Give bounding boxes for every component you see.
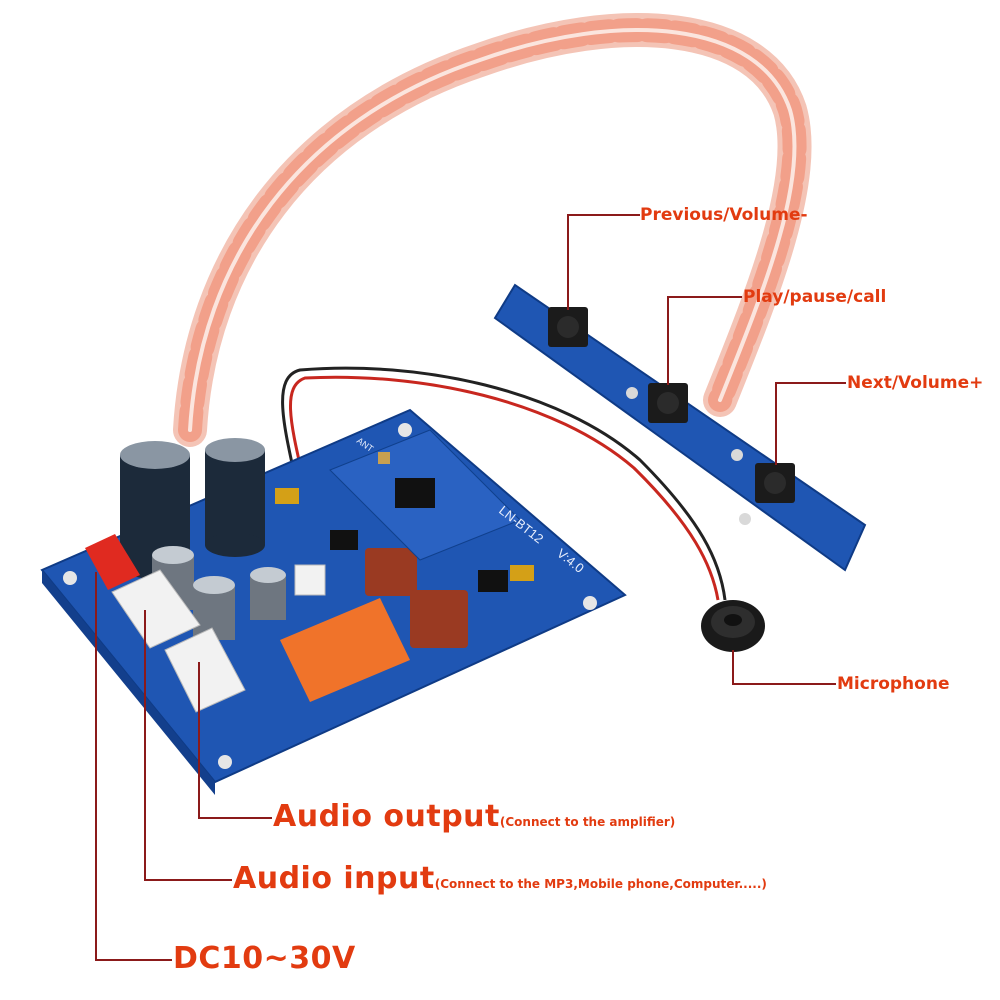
callout-previous-volume-down: Previous/Volume- bbox=[640, 205, 808, 225]
leader-power bbox=[95, 572, 172, 961]
button-strip-pcb bbox=[493, 283, 867, 572]
main-pcb: ANT LN-BT12 V:4.0 bbox=[40, 408, 627, 795]
capacitor-small bbox=[193, 576, 235, 640]
callout-next-volume-up: Next/Volume+ bbox=[847, 373, 984, 393]
button-play bbox=[648, 383, 688, 423]
button-previous bbox=[548, 307, 588, 347]
leader-lines bbox=[95, 214, 846, 961]
audio-input-connector bbox=[111, 569, 201, 649]
leader-microphone bbox=[732, 650, 836, 685]
callout-audio-input-note: (Connect to the MP3,Mobile phone,Compute… bbox=[434, 877, 767, 891]
bluetooth-module bbox=[329, 429, 521, 561]
leader-previous bbox=[567, 214, 640, 310]
callout-audio-output-note: (Connect to the amplifier) bbox=[499, 815, 676, 829]
leader-play bbox=[667, 296, 742, 385]
ribbon-cable bbox=[173, 13, 812, 447]
film-capacitor bbox=[410, 590, 468, 648]
audio-output-connector bbox=[164, 627, 246, 713]
capacitor-large bbox=[205, 438, 265, 557]
callout-play-pause-call: Play/pause/call bbox=[743, 287, 887, 307]
callout-power: DC10~30V bbox=[173, 941, 356, 976]
power-connector bbox=[85, 534, 140, 590]
leader-audio-input bbox=[144, 610, 232, 881]
microphone-wire bbox=[281, 366, 727, 601]
microphone-capsule bbox=[701, 600, 765, 652]
button-next bbox=[755, 463, 795, 503]
capacitor-small bbox=[250, 567, 286, 620]
callout-audio-output: Audio output(Connect to the amplifier) bbox=[273, 802, 675, 832]
film-capacitor bbox=[365, 548, 417, 596]
callout-audio-output-title: Audio output bbox=[273, 799, 500, 834]
relay bbox=[280, 598, 410, 702]
leader-audio-output bbox=[198, 662, 272, 819]
callout-audio-input: Audio input(Connect to the MP3,Mobile ph… bbox=[233, 864, 767, 894]
leader-next bbox=[775, 382, 846, 465]
mic-connector bbox=[294, 564, 326, 596]
callout-audio-input-title: Audio input bbox=[233, 861, 435, 896]
callout-microphone: Microphone bbox=[837, 674, 950, 694]
